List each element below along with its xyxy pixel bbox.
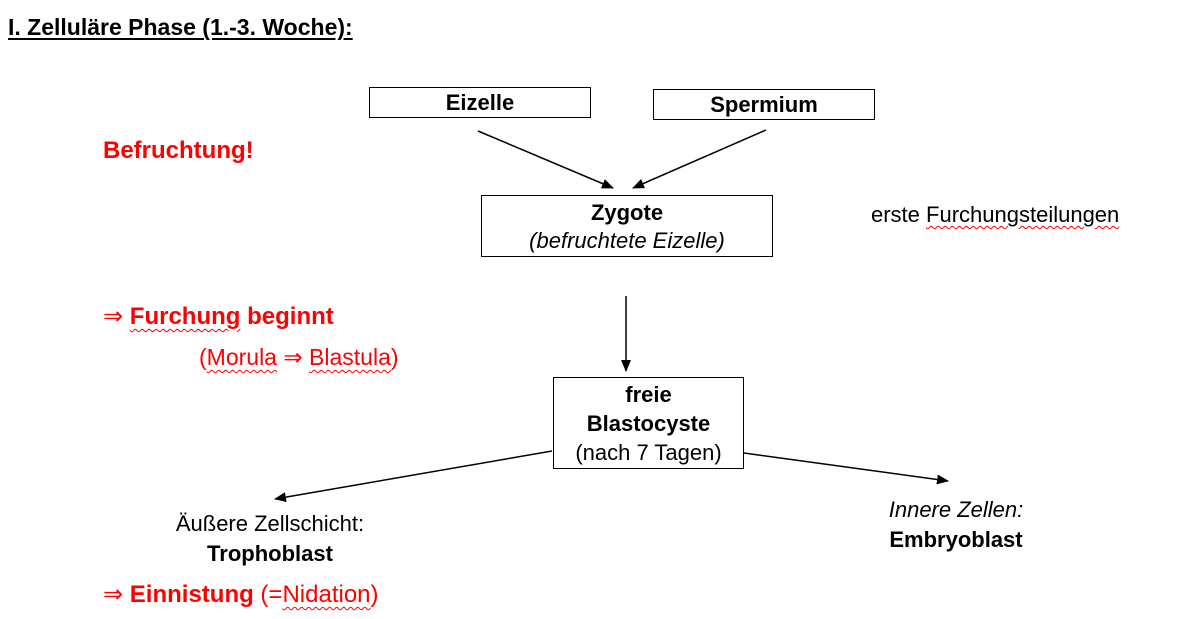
outer-group: Äußere Zellschicht: Trophoblast bbox=[152, 509, 388, 569]
eizelle-box: Eizelle bbox=[369, 87, 591, 118]
morula-line: (Morula ⇒ Blastula) bbox=[199, 344, 399, 371]
blastocyste-line2: Blastocyste bbox=[586, 411, 711, 436]
furchung-line: ⇒ Furchung beginnt bbox=[103, 302, 334, 331]
arrow-blastocyste-embryoblast bbox=[743, 452, 949, 485]
furchung-rest: beginnt bbox=[240, 303, 334, 330]
einnistung-word: Einnistung bbox=[129, 581, 254, 608]
nidation-line: ⇒ Einnistung (=Nidation) bbox=[103, 580, 379, 609]
page-title: I. Zelluläre Phase (1.-3. Woche): bbox=[8, 14, 353, 40]
zygote-desc: (befruchtete Eizelle) bbox=[529, 228, 725, 253]
furchung-note-prefix: erste bbox=[871, 202, 927, 227]
spermium-label: Spermium bbox=[710, 92, 818, 117]
nidation-arrow: ⇒ bbox=[103, 581, 124, 608]
furchungsteilungen-note: erste Furchungsteilungen bbox=[871, 202, 1119, 228]
zygote-box: Zygote (befruchtete Eizelle) bbox=[481, 195, 773, 257]
morula-word: Morula bbox=[206, 344, 277, 370]
outer-name: Trophoblast bbox=[207, 541, 333, 566]
morula-mid: ⇒ bbox=[276, 344, 310, 370]
morula-open: ( bbox=[199, 344, 207, 370]
blastocyste-box: freie Blastocyste (nach 7 Tagen) bbox=[553, 377, 744, 469]
furchung-word: Furchung bbox=[129, 303, 241, 330]
blastocyste-line3: (nach 7 Tagen) bbox=[575, 440, 722, 465]
befruchtung-label: Befruchtung! bbox=[103, 137, 254, 164]
spermium-box: Spermium bbox=[653, 89, 875, 120]
inner-name: Embryoblast bbox=[889, 527, 1023, 552]
outer-label: Äußere Zellschicht: bbox=[175, 511, 365, 536]
morula-close: ) bbox=[390, 344, 399, 370]
furchung-note-word: Furchungsteilungen bbox=[926, 202, 1120, 227]
arrow-eizelle-zygote bbox=[477, 130, 614, 189]
inner-label: Innere Zellen: bbox=[888, 497, 1024, 522]
inner-group: Innere Zellen: Embryoblast bbox=[866, 495, 1046, 555]
nidation-word: Nidation bbox=[282, 581, 371, 608]
zygote-name: Zygote bbox=[590, 200, 664, 225]
arrow-blastocyste-trophoblast bbox=[274, 450, 553, 503]
arrow-spermium-zygote bbox=[632, 129, 767, 189]
blastocyste-line1: freie bbox=[625, 382, 672, 407]
eizelle-label: Eizelle bbox=[445, 90, 515, 115]
blastula-word: Blastula bbox=[309, 344, 391, 370]
nidation-open: (= bbox=[253, 581, 283, 608]
implies-arrow: ⇒ bbox=[103, 303, 124, 330]
nidation-close: ) bbox=[370, 581, 379, 608]
